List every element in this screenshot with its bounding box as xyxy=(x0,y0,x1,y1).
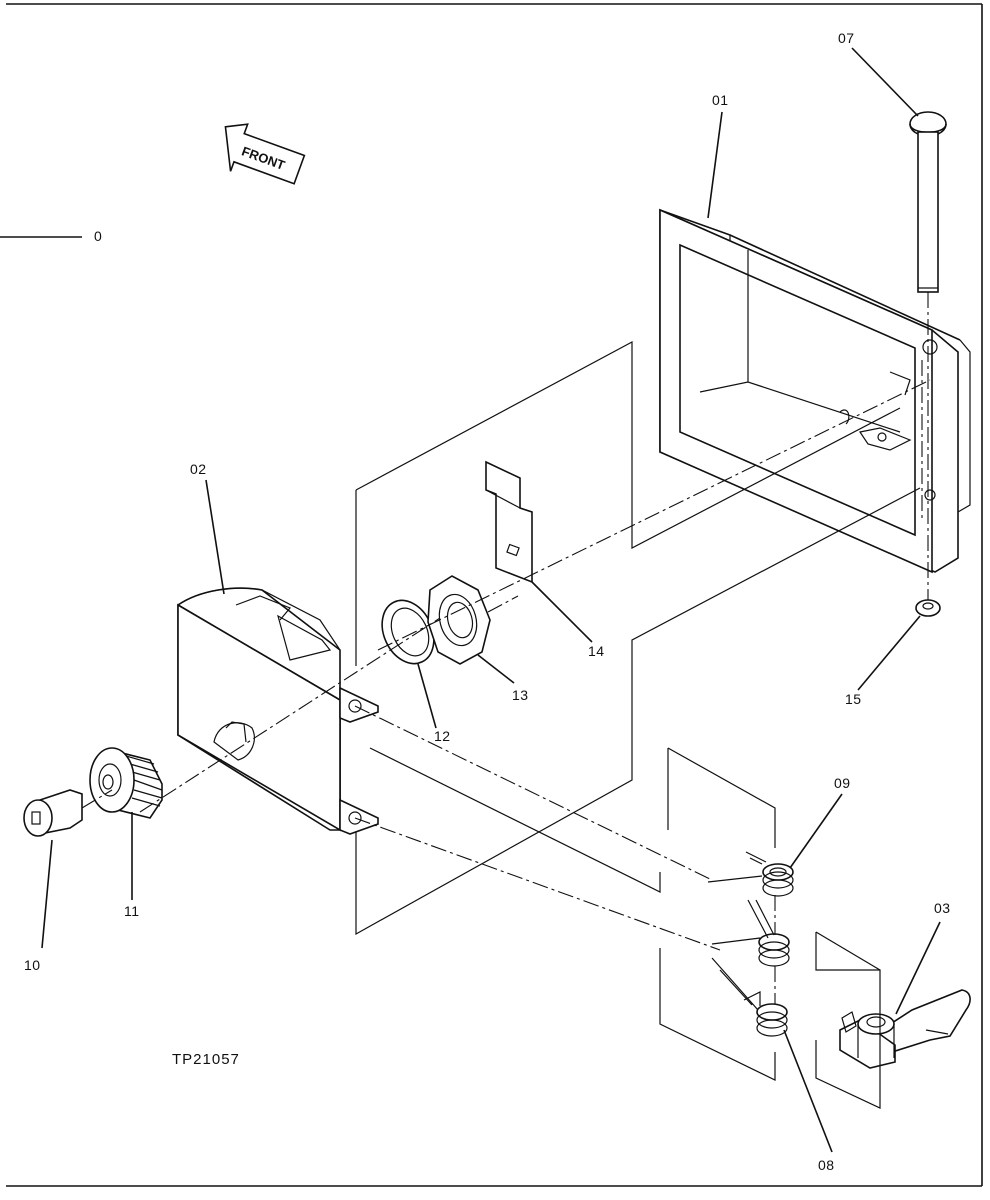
part-11-bushing xyxy=(89,747,163,819)
part-01-housing xyxy=(659,208,971,574)
group-reference: 0 xyxy=(0,228,102,244)
callout-13: 13 xyxy=(512,687,529,703)
part-03-latch-lever xyxy=(839,989,971,1069)
part-13-nut xyxy=(427,575,491,665)
callout-09: 09 xyxy=(834,775,851,791)
drawing-part-number: TP21057 xyxy=(172,1051,240,1068)
part-07-pin xyxy=(909,111,947,600)
callout-03: 03 xyxy=(934,900,951,916)
callout-14: 14 xyxy=(588,643,605,659)
part-02-lock-housing xyxy=(177,587,379,835)
callout-01: 01 xyxy=(712,92,729,108)
group-label: 0 xyxy=(94,228,102,244)
callout-07: 07 xyxy=(838,30,855,46)
part-08-spring xyxy=(711,899,790,1037)
assembly-lines xyxy=(81,379,931,1004)
part-14-latch-plate xyxy=(485,460,533,584)
callout-08: 08 xyxy=(818,1157,835,1173)
callout-10: 10 xyxy=(24,957,41,973)
callouts: 01 02 03 07 08 09 10 11 12 13 14 15 xyxy=(24,30,951,1173)
leader-lines xyxy=(41,47,941,1153)
callout-02: 02 xyxy=(190,461,207,477)
callout-11: 11 xyxy=(124,903,140,919)
reference-outlines xyxy=(355,340,921,1109)
part-15-clip xyxy=(915,599,941,617)
part-09-spring xyxy=(707,851,794,897)
callout-12: 12 xyxy=(434,728,451,744)
frame-border xyxy=(6,3,983,1187)
front-arrow: FRONT xyxy=(224,123,306,185)
callout-15: 15 xyxy=(845,691,862,707)
part-10-key-cylinder xyxy=(23,789,83,837)
part-12-washer xyxy=(381,599,435,665)
